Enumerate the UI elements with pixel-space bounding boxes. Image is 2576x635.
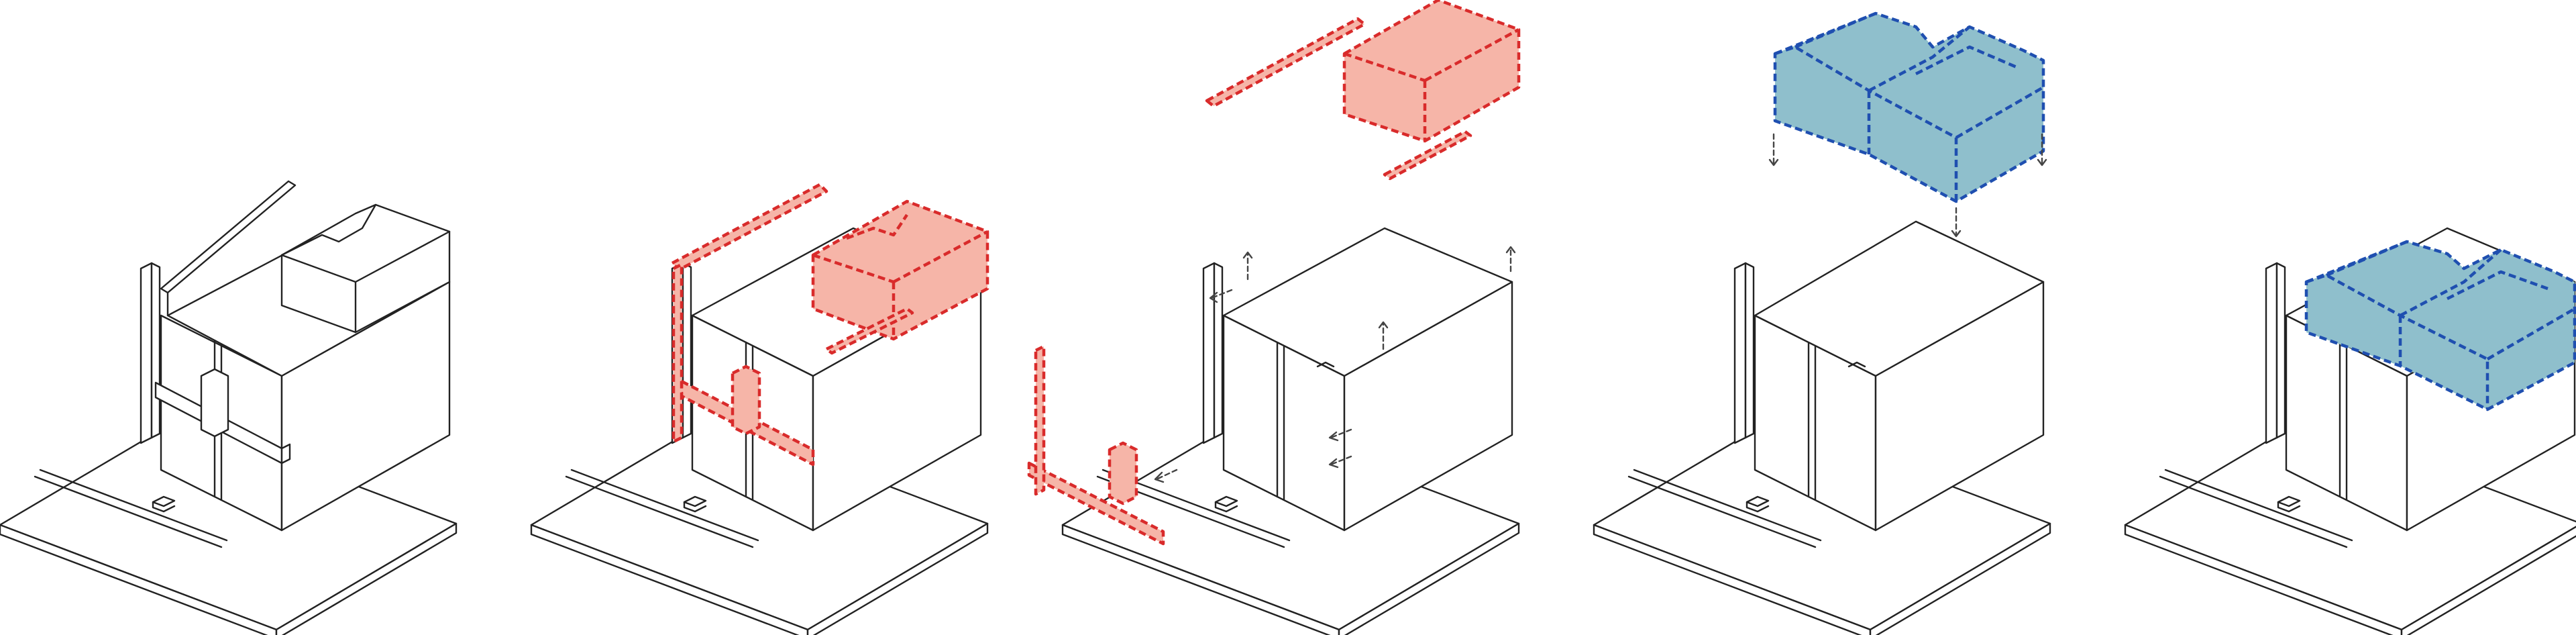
- addition-volume: [1773, 11, 2045, 203]
- demolition-side-strip: [672, 262, 684, 444]
- step-existing: [0, 180, 458, 635]
- demolition-column: [731, 364, 761, 436]
- addition-volume-placed: [2304, 240, 2576, 411]
- step-demolition-marked: [530, 183, 989, 635]
- demolition-rooftop-volume: [811, 199, 989, 341]
- demolition-rooftop-lifted: [1342, 0, 1521, 143]
- step-demolition-exploded: [1027, 0, 1521, 635]
- step-addition-placed: [2124, 227, 2576, 635]
- demolition-parapet-lifted: [1205, 17, 1366, 108]
- drop-arrows: [1768, 133, 2047, 238]
- demolition-balcony-shifted: [1027, 461, 1165, 546]
- move-arrows: [1154, 246, 1516, 483]
- step-addition-exploded: [1593, 11, 2051, 635]
